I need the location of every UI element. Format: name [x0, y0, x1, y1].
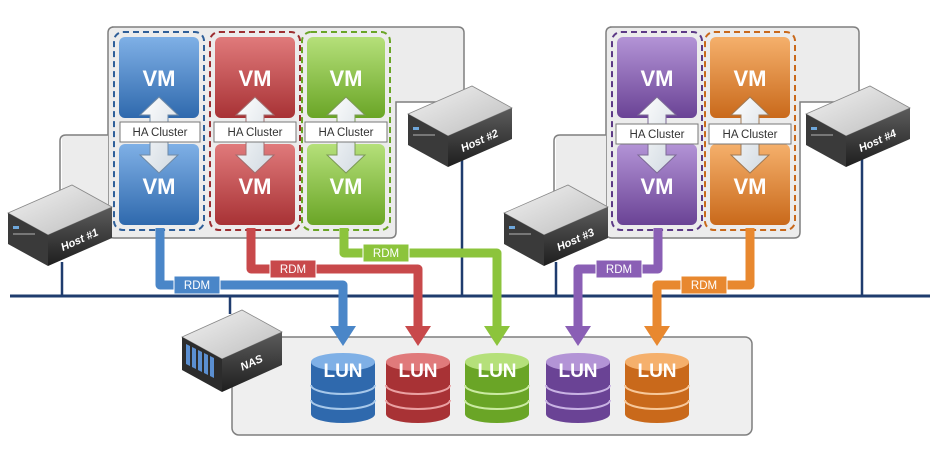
nas-storage-icon: NAS [181, 309, 283, 392]
rdm-path-green: RDM [339, 228, 510, 346]
ha-cluster-label: HA Cluster [723, 129, 778, 141]
vm-label: VM [143, 174, 176, 199]
host-3-server-icon: Host #3 [503, 184, 609, 266]
vm-label: VM [143, 66, 176, 91]
lun-orange: LUN [624, 353, 690, 423]
rdm-label: RDM [606, 264, 632, 276]
vm-box [710, 144, 790, 225]
lun-red: LUN [385, 353, 451, 423]
vm-box [119, 37, 199, 118]
rdm-label: RDM [373, 248, 399, 260]
host-1-server-icon: Host #1 [7, 184, 113, 266]
arrow-down-icon [405, 326, 431, 346]
rdm-path-red: RDM [246, 228, 431, 346]
vm-cluster-red: VM VM [209, 31, 301, 231]
rdm-path-orange: RDM [644, 228, 755, 346]
lun-purple: LUN [545, 353, 611, 423]
vm-label: VM [330, 66, 363, 91]
vm-cluster-green: VM VM [301, 31, 391, 231]
host-2-server-icon: Host #2 [407, 85, 513, 167]
vm-box [307, 37, 385, 118]
vm-label: VM [641, 174, 674, 199]
vm-box [617, 144, 697, 225]
arrow-down-icon [330, 326, 356, 346]
lun-blue: LUN [310, 353, 376, 423]
ha-cluster-label: HA Cluster [319, 127, 374, 139]
ha-cluster-label: HA Cluster [133, 127, 188, 139]
arrow-down-icon [484, 326, 510, 346]
vm-label: VM [239, 66, 272, 91]
vm-label: VM [239, 174, 272, 199]
vm-label: VM [641, 66, 674, 91]
ha-cluster-label: HA Cluster [228, 127, 283, 139]
vm-box [215, 37, 295, 118]
ha-cluster-label: HA Cluster [630, 129, 685, 141]
ha-cluster-purple: HA Cluster [615, 96, 699, 174]
lun-label: LUN [323, 361, 362, 382]
drive-bay-icon [186, 344, 214, 378]
vm-cluster-orange: VM VM [704, 31, 796, 231]
vm-label: VM [734, 66, 767, 91]
lun-label: LUN [558, 361, 597, 382]
vm-cluster-purple: VM VM [611, 31, 703, 231]
lun-label: LUN [477, 361, 516, 382]
rdm-label: RDM [184, 280, 210, 292]
rdm-path-blue: RDM [155, 228, 356, 346]
vm-box [710, 37, 790, 118]
vm-box [215, 144, 295, 225]
host-panel-left-outline [59, 134, 108, 196]
vm-cluster-blue: VM VM [113, 31, 205, 231]
rdm-path-purple: RDM [565, 228, 663, 346]
ha-cluster-green: HA Cluster [304, 96, 388, 174]
rdm-label: RDM [280, 264, 306, 276]
vm-label: VM [330, 174, 363, 199]
arrow-down-icon [565, 326, 591, 346]
lun-label: LUN [398, 361, 437, 382]
ha-cluster-blue: HA Cluster [119, 96, 201, 174]
vm-box [307, 144, 385, 225]
vm-box [119, 144, 199, 225]
ha-cluster-orange: HA Cluster [708, 96, 792, 174]
host-4-server-icon: Host #4 [805, 85, 911, 167]
vm-label: VM [734, 174, 767, 199]
lun-label: LUN [637, 361, 676, 382]
arrow-down-icon [644, 326, 670, 346]
vm-box [617, 37, 697, 118]
rdm-label: RDM [691, 280, 717, 292]
host-panel-right-outline [553, 134, 606, 196]
lun-green: LUN [464, 353, 530, 423]
ha-cluster-red: HA Cluster [213, 96, 297, 174]
